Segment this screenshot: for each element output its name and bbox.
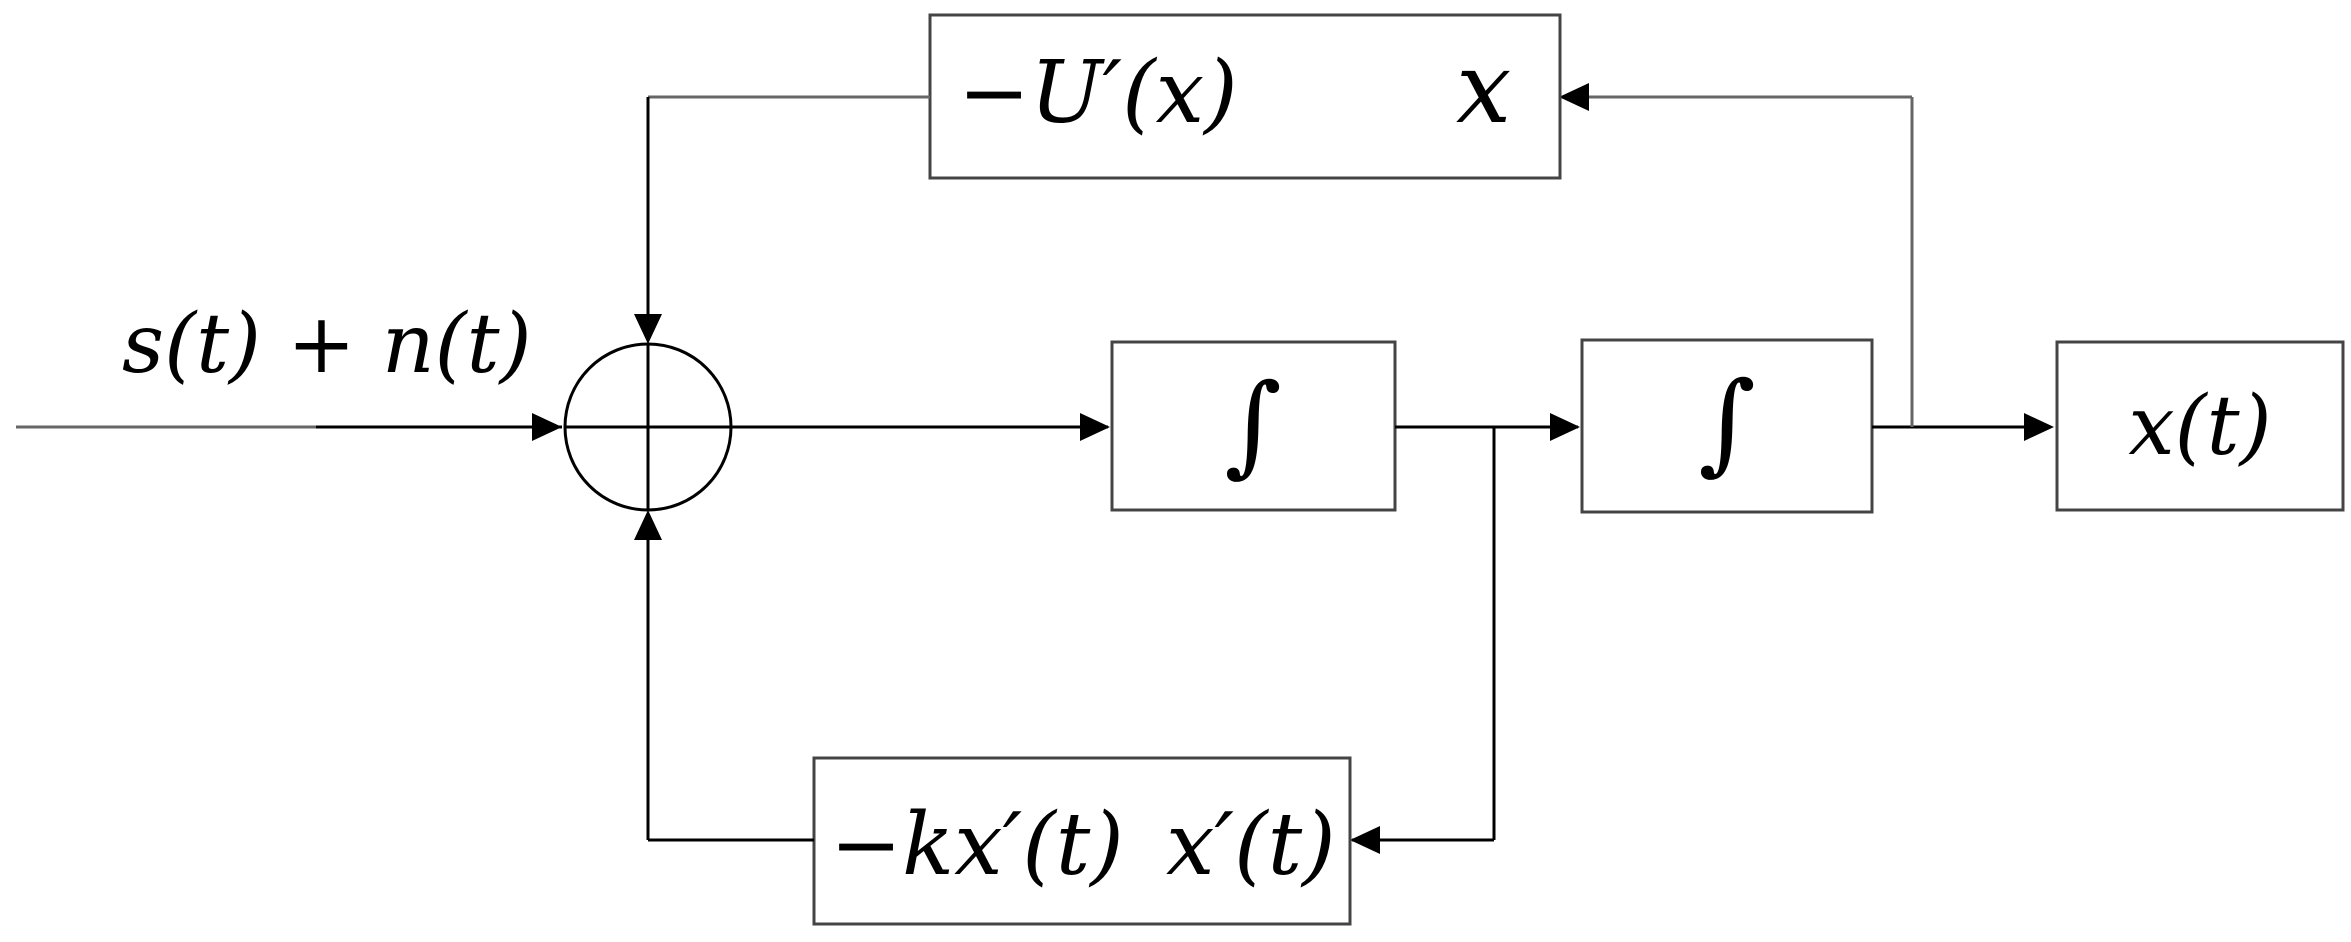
potential-block-input-arrowhead — [1559, 83, 1589, 111]
integrator-2-box — [1580, 338, 1874, 514]
damping-feedback-input-label: x′(t) — [1166, 795, 1336, 895]
potential-feedback-output-label: −U′(x) — [958, 43, 1238, 143]
integrator-1-box — [1110, 340, 1397, 512]
output-label: x(t) — [2128, 379, 2271, 474]
potential-feedback-input-label: x — [1456, 32, 1511, 146]
potential-feedback-box — [928, 13, 1562, 180]
summing-junction — [563, 342, 733, 512]
output-box — [2055, 340, 2345, 512]
damping-feedback-box — [812, 756, 1352, 926]
junction-top-arrowhead — [634, 314, 662, 344]
junction-bottom-arrowhead — [634, 510, 662, 540]
damping-block-input-arrowhead — [1350, 826, 1380, 854]
input-arrowhead — [532, 413, 562, 441]
output-input-arrowhead — [2024, 413, 2054, 441]
input-signal-label: s(t) + n(t) — [122, 297, 532, 392]
integrator-1-symbol: ∫ — [1224, 360, 1281, 488]
damping-feedback-output-label: −kx′(t) — [830, 795, 1124, 895]
integrator1-input-arrowhead — [1080, 413, 1110, 441]
integrator2-input-arrowhead — [1550, 413, 1580, 441]
integrator-2-symbol: ∫ — [1698, 358, 1755, 486]
